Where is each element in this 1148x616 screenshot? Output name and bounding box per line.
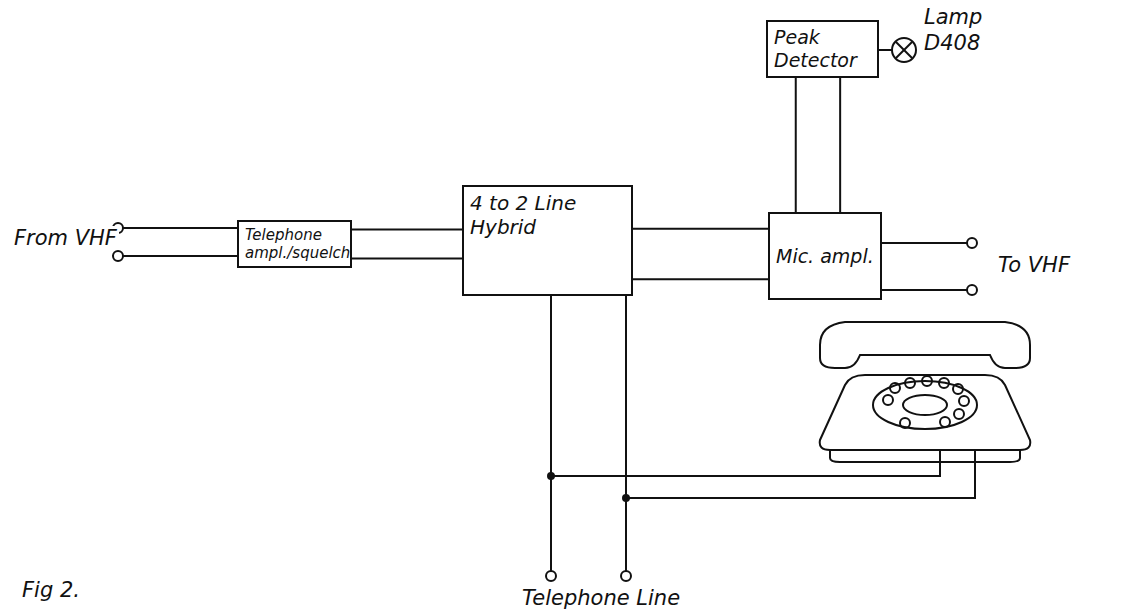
terminal <box>546 571 556 581</box>
wire <box>877 49 892 51</box>
terminal <box>967 238 977 248</box>
signal-label: To VHF <box>996 253 1072 277</box>
lamp-symbol <box>892 38 916 62</box>
junction-dot <box>548 473 554 479</box>
junction-dot <box>623 495 629 501</box>
lamp-symbol <box>896 42 912 58</box>
terminal <box>113 251 123 261</box>
wire <box>123 255 237 257</box>
terminal <box>967 285 977 295</box>
box-label: Telephone ampl./squelch <box>245 226 329 262</box>
signal-wires <box>796 78 840 212</box>
box-label: Peak Detector <box>774 26 871 72</box>
signal-wires <box>633 229 768 279</box>
box-label: Mic. ampl. <box>776 245 874 268</box>
box-label: 4 to 2 Line Hybrid <box>470 191 625 239</box>
wire <box>123 227 237 229</box>
wire <box>880 242 967 244</box>
lamp-label: Lamp D408 <box>922 4 986 57</box>
detector-box: Peak Detector <box>766 20 879 78</box>
line-label: Telephone Line <box>520 586 682 610</box>
amplifier-box: Mic. ampl. <box>768 212 882 300</box>
wire <box>880 289 967 291</box>
wire <box>550 296 552 571</box>
figure-caption: Fig 2. <box>20 578 82 602</box>
lamp-symbol <box>896 42 912 58</box>
wire <box>625 296 627 571</box>
amplifier-box: Telephone ampl./squelch <box>237 220 352 268</box>
terminal <box>621 571 631 581</box>
telephone-illustration <box>820 322 1031 462</box>
hybrid-box: 4 to 2 Line Hybrid <box>462 185 633 296</box>
signal-label: From VHF <box>12 226 119 250</box>
signal-wires <box>352 230 462 259</box>
